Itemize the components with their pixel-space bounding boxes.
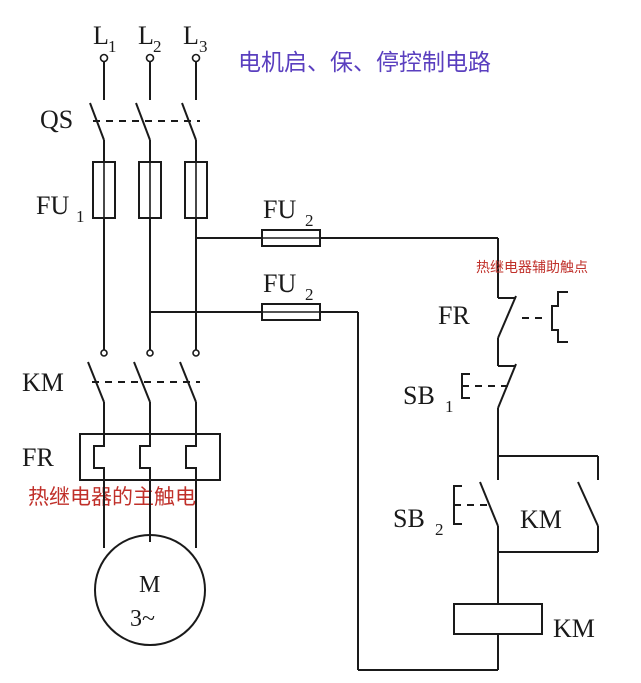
km-coil-label: KM [553,614,595,643]
fr-main-label: FR [22,443,54,472]
sb2-sub: 2 [435,520,444,539]
phase-l1: L 1 [93,21,117,63]
fr-aux-label: FR [438,301,470,330]
qs-label: QS [40,105,73,134]
phase-l2: L 2 [138,21,162,63]
fu1-fuses: FU 1 [36,161,208,226]
fu2-bottom-label: FU [263,269,296,298]
motor-label: M [139,572,160,598]
km-main-contacts: KM [22,361,200,434]
phase-l3: L 3 [183,21,208,63]
fu1-sub: 1 [76,207,85,226]
motor: M 3~ [94,534,206,646]
fu2-bottom-sub: 2 [305,285,314,304]
km-coil: KM [453,603,595,670]
fu2-top-sub: 2 [305,211,314,230]
start-branch: SB 2 KM [393,455,599,604]
qs-switch: QS [40,102,200,162]
phase-l3-sub: 3 [199,37,208,56]
terminal-l2 [145,53,155,63]
sb1-stop-button: SB 1 [403,360,517,456]
motor-symbol [94,534,206,646]
main-wires-mid [100,218,200,357]
main-contact-note: 热继电器的主触电 [28,485,196,509]
phase-l2-sub: 2 [153,37,162,56]
fr-aux-contact: 热继电器辅助触点 FR [438,260,588,360]
motor-feed [103,480,197,548]
fr-thermal-element [551,291,568,343]
sb1-sub: 1 [445,397,454,416]
phase-l3-label: L [183,21,199,50]
sb2-contact [479,481,499,527]
phase-terminals: L 1 L 2 L 3 [93,21,208,63]
sb1-label: SB [403,381,435,410]
fr-main-elements: FR 热继电器的主触电 [22,433,221,509]
terminal-l1 [99,53,109,63]
terminal-l3 [191,53,201,63]
supply-wires [103,62,197,100]
control-taps [150,237,262,313]
fu2-fuses: FU 2 FU 2 [261,195,321,321]
km-hold-contact [577,481,599,527]
phase-l1-label: L [93,21,109,50]
control-wiring [320,237,499,671]
fu2-top-label: FU [263,195,296,224]
phase-l2-label: L [138,21,154,50]
aux-contact-note: 热继电器辅助触点 [476,260,588,276]
sb2-label: SB [393,504,425,533]
fu1-label: FU [36,191,69,220]
km-main-label: KM [22,368,64,397]
diagram-title: 电机启、保、停控制电路 [238,50,491,76]
motor-phase-label: 3~ [130,606,155,632]
km-aux-label: KM [520,505,562,534]
phase-l1-sub: 1 [108,37,117,56]
